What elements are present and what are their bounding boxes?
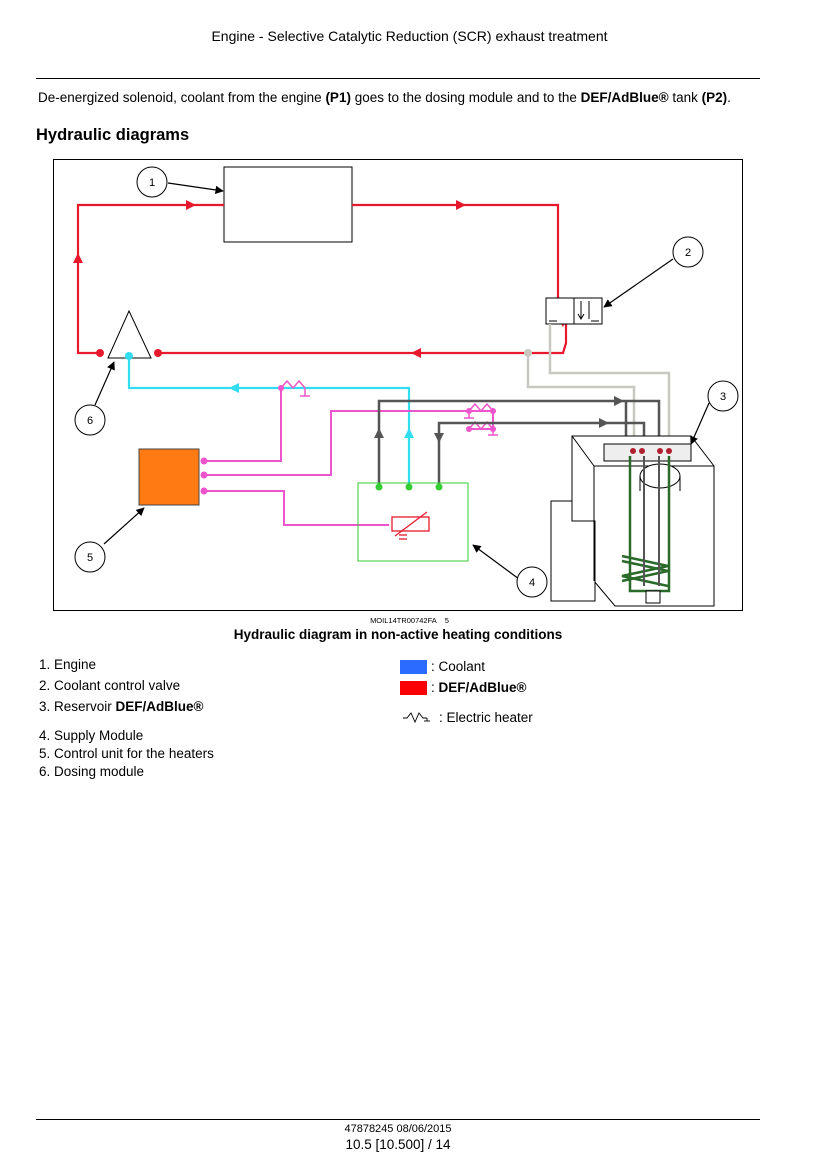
figure-caption: Hydraulic diagram in non-active heating …: [233, 627, 563, 642]
legend-def-label: DEF/AdBlue®: [438, 680, 527, 695]
legend-def: : DEF/AdBlue®: [400, 680, 526, 695]
parts-list-item: 4. Supply Module: [39, 728, 144, 743]
footer-rule: [36, 1119, 760, 1120]
electric-heater-lines: [204, 388, 494, 526]
figure-reference-number: 5: [444, 616, 449, 625]
header-rule: [36, 78, 760, 79]
figure-reference-code: MOIL14TR00742FA: [370, 616, 437, 625]
supply-heater-symbol: [391, 511, 430, 540]
parts-list-item: 1. Engine: [39, 657, 97, 672]
page-header-title: Engine - Selective Catalytic Reduction (…: [211, 28, 608, 44]
def-flow-arrows: [73, 200, 568, 358]
intro-text: De-energized solenoid, coolant from the …: [38, 90, 326, 105]
callout-leaders: [94, 182, 710, 580]
legend-heater-label: : Electric heater: [439, 710, 533, 725]
control-unit-block: [138, 448, 200, 506]
callout-5: 5: [87, 552, 93, 564]
tank-flow-arrows: [374, 396, 624, 443]
coolant-flow-arrows: [229, 383, 414, 438]
legend-coolant: : Coolant: [400, 659, 485, 674]
supply-module-box: [357, 482, 469, 562]
parts-list-group-a: 1. Engine 2. Coolant control valve 3. Re…: [39, 654, 203, 717]
intro-text: .: [727, 90, 731, 105]
intro-paragraph: De-energized solenoid, coolant from the …: [38, 90, 731, 105]
figure-reference: MOIL14TR00742FA 5: [0, 616, 819, 625]
callout-2: 2: [685, 247, 691, 259]
intro-text: tank: [668, 90, 702, 105]
hydraulic-diagram-figure: 1 2 3 4 5 6: [53, 159, 743, 611]
footer-page-number: 10.5 [10.500] / 14: [345, 1137, 451, 1152]
callout-1: 1: [149, 177, 155, 189]
return-lines: [526, 324, 671, 446]
dosing-module-symbol: [107, 309, 152, 359]
hydraulic-diagram: 1 2 3 4 5 6: [73, 166, 739, 607]
electric-heater-icon: [403, 711, 430, 723]
intro-tank: DEF/AdBlue®: [580, 90, 669, 105]
parts-list-item: 2. Coolant control valve: [39, 678, 181, 693]
electric-heater-icon: [280, 379, 498, 436]
intro-p2: (P2): [701, 90, 728, 105]
callout-3: 3: [720, 391, 726, 403]
def-reservoir-symbol: [550, 435, 715, 607]
coolant-swatch: [400, 659, 427, 674]
parts-list-item: 5. Control unit for the heaters: [39, 746, 214, 761]
reservoir-sensor: [645, 590, 661, 604]
intro-p1: (P1): [325, 90, 351, 105]
callout-4: 4: [529, 577, 535, 589]
engine-box: [223, 166, 353, 243]
reservoir-ports: [630, 448, 672, 454]
coolant-control-valve-symbol: [545, 297, 603, 325]
def-swatch: [400, 680, 427, 695]
legend-heater: : Electric heater: [400, 710, 533, 725]
parts-list-item: 3. Reservoir DEF/AdBlue®: [39, 699, 204, 714]
section-heading: Hydraulic diagrams: [36, 126, 190, 144]
footer-doc-info: 47878245 08/06/2015: [344, 1123, 452, 1135]
parts-list-group-b: 4. Supply Module 5. Control unit for the…: [39, 727, 214, 781]
parts-list-item: 6. Dosing module: [39, 764, 145, 779]
intro-text: goes to the dosing module and to the: [350, 90, 581, 105]
callout-6: 6: [87, 415, 93, 427]
callout-circles: [74, 166, 739, 598]
legend-coolant-label: : Coolant: [431, 659, 486, 674]
